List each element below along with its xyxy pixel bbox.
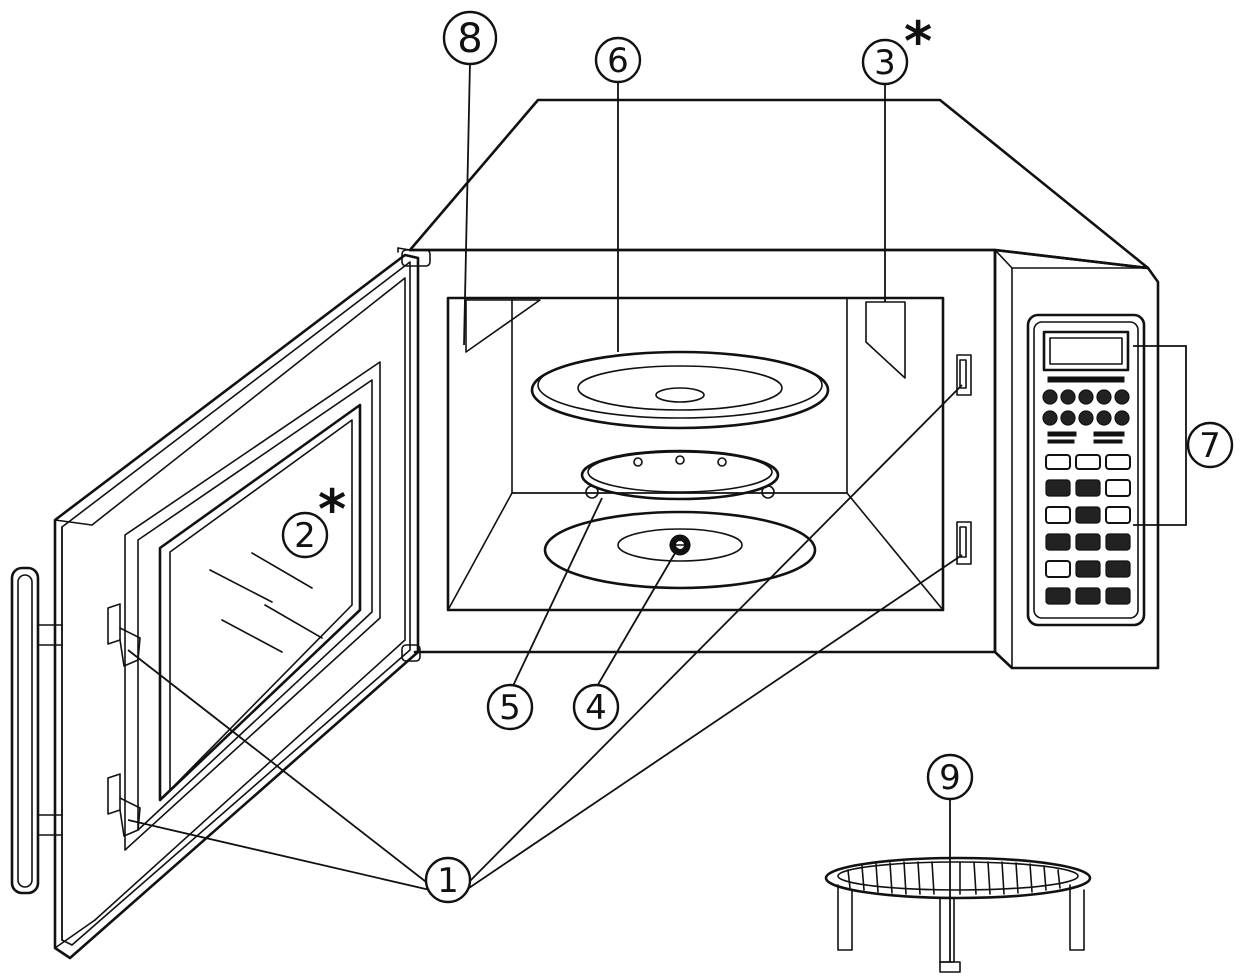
oven-cavity <box>446 296 972 612</box>
callout-7: 7 <box>1186 421 1234 469</box>
callout-3: 3 * <box>861 10 932 86</box>
glass-tray <box>530 350 830 430</box>
function-buttons <box>1045 454 1131 605</box>
control-panel <box>993 248 1160 670</box>
cabinet-body <box>397 98 1150 654</box>
callout-3-label: 3 <box>874 43 896 83</box>
callout-8-label: 8 <box>457 16 482 62</box>
leader-lines <box>127 61 1190 962</box>
callout-8: 8 <box>442 10 498 66</box>
callout-2-star: * <box>318 478 346 541</box>
callout-4: 4 <box>572 683 620 731</box>
number-buttons <box>1042 389 1130 426</box>
grill-rack <box>824 856 1092 973</box>
callout-6: 6 <box>594 36 642 84</box>
cavity-floor-coupler <box>543 510 817 590</box>
callout-3-star: * <box>904 10 932 73</box>
callout-9: 9 <box>926 753 974 801</box>
callout-2-label: 2 <box>294 516 316 556</box>
callout-5: 5 <box>486 683 534 731</box>
callout-5-label: 5 <box>499 688 521 728</box>
callout-7-label: 7 <box>1199 426 1221 466</box>
callout-9-label: 9 <box>939 758 961 798</box>
callout-4-label: 4 <box>585 688 607 728</box>
callout-2: 2 * <box>281 478 346 559</box>
callout-1: 1 <box>424 856 472 904</box>
callout-1-label: 1 <box>437 861 459 901</box>
oven-door <box>10 249 431 960</box>
callout-6-label: 6 <box>607 41 629 81</box>
roller-ring <box>580 449 780 501</box>
